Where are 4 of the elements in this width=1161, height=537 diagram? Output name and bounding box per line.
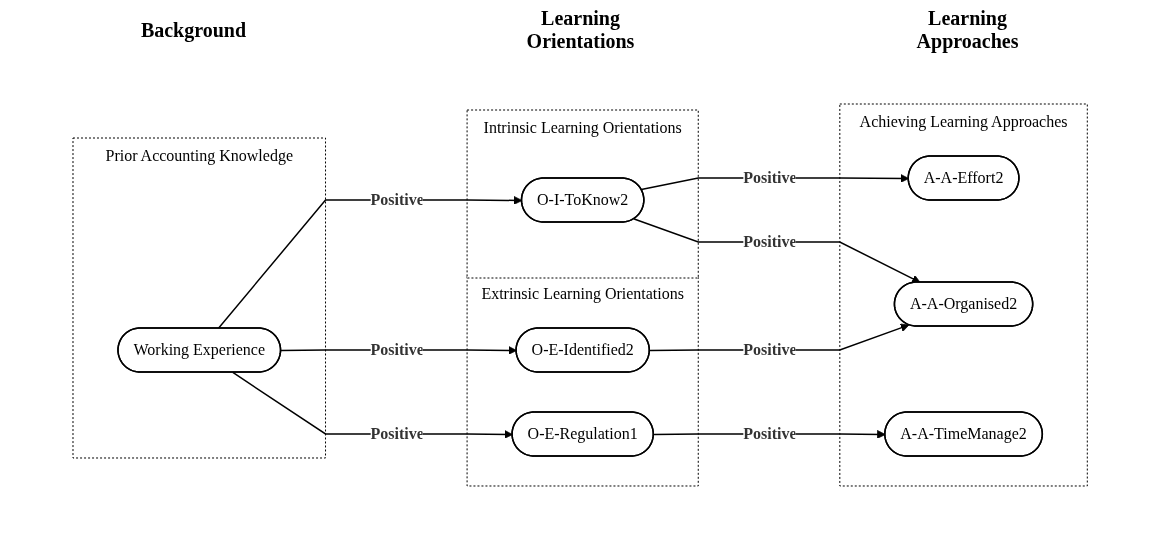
column-heading: Background [139,18,248,42]
arrow [633,218,921,283]
column-heading: Learning Approaches [915,7,1020,53]
column-heading: Learning Orientations [525,7,636,53]
